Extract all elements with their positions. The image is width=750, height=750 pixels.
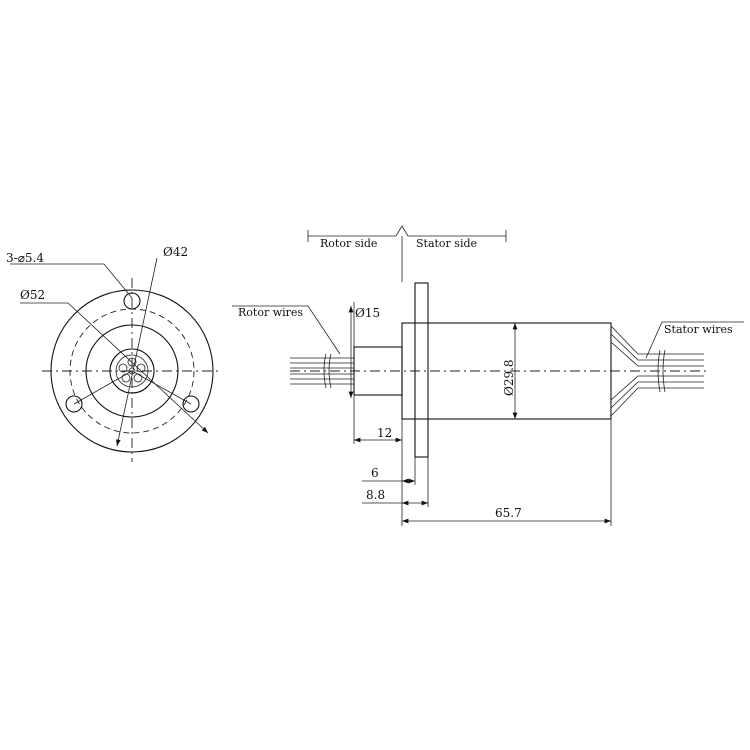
outer-diameter-label: Ø52 [20, 288, 45, 302]
body-circle [85, 324, 179, 418]
shaft-inner-circle [115, 354, 149, 388]
mounting-hole-top [123, 292, 141, 310]
rotor-wires-leader [232, 305, 341, 355]
dim-total-label: 65.7 [495, 506, 522, 520]
stator-wires-label: Stator wires [664, 323, 733, 336]
stator-wires [610, 325, 704, 417]
front-view: 3-⌀5.4 Ø42 Ø52 [6, 245, 222, 462]
shaft-circle [109, 348, 155, 394]
pcd-dimension-line [115, 257, 158, 447]
dim-shaft-length-label: 12 [377, 426, 392, 440]
pcd-label: Ø42 [163, 245, 188, 259]
holes-leader [10, 263, 133, 299]
wire-hole [121, 373, 131, 383]
rotor-wire-break [323, 353, 332, 389]
outer-dimension-line [20, 302, 209, 434]
flange [414, 282, 429, 458]
mounting-hole-right [182, 395, 200, 413]
stator-body [401, 322, 612, 420]
stator-wires-leader [645, 321, 744, 359]
outer-flange-circle [50, 289, 214, 453]
mounting-hole-left [65, 395, 83, 413]
rotor-side-label: Rotor side [320, 237, 377, 250]
wire-hole [118, 363, 128, 373]
dim-flange-total-label: 8.8 [366, 488, 385, 502]
body-dia-label: Ø29.8 [502, 359, 516, 396]
rotor-wires-label: Rotor wires [238, 306, 303, 319]
wire-hole [127, 357, 137, 367]
stator-wire-break [657, 349, 666, 393]
hole-radial-line [131, 370, 192, 405]
side-view: Rotor side Stator side [232, 225, 744, 526]
wire-hole [136, 363, 146, 373]
wire-hole [133, 373, 143, 383]
holes-label: 3-⌀5.4 [6, 251, 44, 265]
rotor-wires [290, 353, 354, 389]
dim-flange-label: 6 [371, 466, 379, 480]
hole-radial-line [73, 370, 133, 405]
shaft-dia-label: Ø15 [355, 306, 380, 320]
divider-break [395, 225, 409, 237]
stator-side-label: Stator side [416, 237, 477, 250]
